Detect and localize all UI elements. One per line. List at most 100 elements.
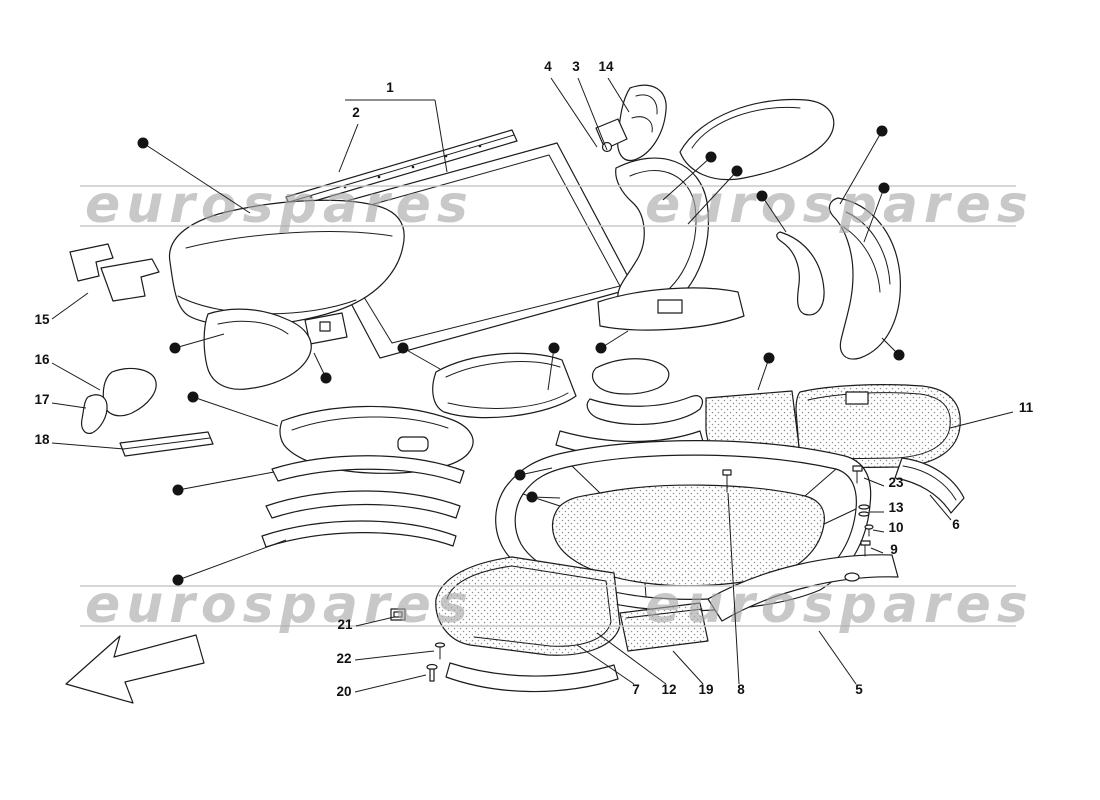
callout-dot bbox=[763, 352, 775, 364]
leader-line bbox=[51, 292, 89, 320]
part-number-label: 3 bbox=[572, 59, 580, 74]
watermark-text: eurospares bbox=[645, 575, 1034, 635]
part-bracket-b bbox=[100, 258, 160, 302]
part-curved-panel-slot bbox=[397, 436, 429, 452]
part-number-label: 21 bbox=[337, 617, 353, 632]
part-number-label: 9 bbox=[890, 542, 898, 557]
leader-line bbox=[174, 333, 225, 349]
part-number-label: 5 bbox=[855, 682, 863, 697]
watermark-text: eurospares bbox=[85, 575, 474, 635]
leader-line bbox=[576, 644, 635, 685]
exploded-parts-drawing bbox=[65, 84, 965, 704]
part-number-label: 1 bbox=[386, 80, 394, 95]
leader-line bbox=[929, 494, 952, 521]
part-cushion-top-seam bbox=[185, 231, 393, 249]
part-upper-wing bbox=[679, 98, 835, 181]
leader-line bbox=[949, 411, 1014, 429]
part-arc-strip-1 bbox=[271, 455, 465, 484]
part-number-label: 15 bbox=[34, 312, 50, 327]
leader-line bbox=[757, 357, 770, 391]
part-mat bbox=[435, 556, 621, 656]
leader-line bbox=[354, 674, 427, 693]
part-bumper-inner-band bbox=[776, 231, 825, 316]
leader-line bbox=[434, 99, 448, 173]
fastener-8 bbox=[722, 469, 732, 493]
part-arc-strip-3 bbox=[261, 520, 457, 548]
part-number-label: 2 bbox=[352, 105, 360, 120]
leader-line bbox=[672, 650, 704, 685]
leader-line bbox=[338, 123, 359, 173]
part-lower-strip-hole bbox=[844, 572, 860, 582]
part-number-label: 12 bbox=[661, 682, 676, 697]
callout-dot bbox=[731, 165, 743, 177]
part-number-label: 6 bbox=[952, 517, 960, 532]
callout-dot bbox=[756, 190, 768, 202]
part-number-label: 4 bbox=[544, 59, 552, 74]
part-plate bbox=[619, 602, 709, 652]
part-number-label: 20 bbox=[336, 684, 351, 699]
nut-21 bbox=[390, 608, 406, 621]
callout-dot bbox=[548, 342, 560, 354]
part-bumper-band bbox=[828, 197, 901, 360]
screw-9 bbox=[860, 540, 871, 557]
callout-dot bbox=[526, 491, 538, 503]
part-pillar-trim-a bbox=[102, 367, 157, 417]
part-seat-side-crescent-seam bbox=[629, 170, 697, 301]
part-curved-panel bbox=[279, 405, 474, 474]
callout-dot bbox=[705, 151, 717, 163]
callout-dot bbox=[893, 349, 905, 361]
watermark-text: eurospares bbox=[85, 175, 474, 235]
part-plate-edge bbox=[625, 608, 703, 619]
leader-line bbox=[51, 362, 101, 391]
leader-line bbox=[51, 402, 87, 409]
part-flat-strip-edge bbox=[122, 437, 211, 450]
part-headrest-pad-seam-2 bbox=[631, 116, 653, 133]
part-number-label: 16 bbox=[34, 352, 50, 367]
part-number-label: 14 bbox=[598, 59, 614, 74]
part-center-tray bbox=[432, 352, 577, 419]
part-insulation-panel-tab bbox=[845, 391, 869, 405]
leader-line bbox=[547, 347, 555, 391]
leader-line bbox=[818, 630, 857, 685]
leader-line bbox=[192, 396, 279, 427]
part-number-label: 22 bbox=[336, 651, 351, 666]
leader-line bbox=[550, 77, 598, 148]
callout-dot bbox=[514, 469, 526, 481]
part-center-piece-a bbox=[591, 358, 670, 395]
part-sill-strip-edge bbox=[288, 134, 515, 203]
callout-dot bbox=[187, 391, 199, 403]
callout-dot bbox=[876, 125, 888, 137]
callout-dot bbox=[169, 342, 181, 354]
leader-line bbox=[177, 471, 275, 491]
part-corner-strip-seam bbox=[902, 465, 957, 501]
callout-dot bbox=[878, 182, 890, 194]
leader-line bbox=[355, 616, 395, 627]
leader-line bbox=[142, 142, 251, 214]
part-center-shelf-plate bbox=[657, 299, 683, 314]
callout-dot bbox=[397, 342, 409, 354]
part-center-tray-seam-1 bbox=[445, 361, 561, 378]
leader-line bbox=[607, 77, 630, 113]
screw-20 bbox=[426, 663, 438, 682]
callout-dot bbox=[595, 342, 607, 354]
leader-line bbox=[596, 632, 667, 685]
part-curved-panel-seam bbox=[291, 416, 449, 431]
part-number-label: 19 bbox=[698, 682, 713, 697]
part-lower-strip bbox=[707, 554, 899, 622]
part-side-pad bbox=[203, 308, 312, 390]
direction-arrow bbox=[65, 634, 205, 704]
part-mat-inner-border bbox=[446, 565, 612, 647]
leader-line bbox=[872, 529, 885, 533]
callout-dot bbox=[320, 372, 332, 384]
part-number-label: 10 bbox=[888, 520, 903, 535]
callout-dot bbox=[137, 137, 149, 149]
part-number-label: 8 bbox=[737, 682, 745, 697]
fastener-grommet bbox=[601, 141, 613, 153]
callout-dot bbox=[172, 574, 184, 586]
rivet-22 bbox=[434, 642, 446, 660]
part-number-label: 7 bbox=[632, 682, 640, 697]
part-arc-strip-2 bbox=[265, 490, 461, 519]
